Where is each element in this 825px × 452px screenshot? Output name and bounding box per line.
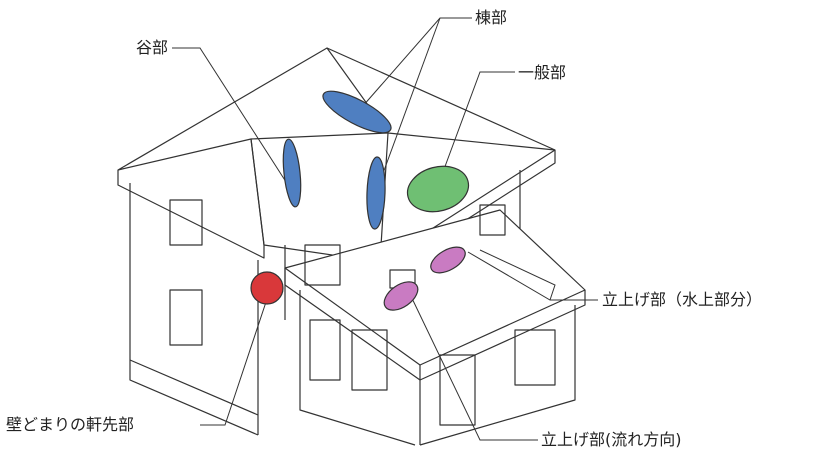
marker-group xyxy=(250,90,470,311)
leader-lines xyxy=(172,17,598,441)
valley-marker xyxy=(282,138,302,208)
label-valley: 谷部 xyxy=(136,38,169,57)
riser-flow-marker xyxy=(383,281,419,311)
label-ridge: 棟部 xyxy=(475,8,508,27)
hip-marker xyxy=(366,156,386,230)
label-general: 一般部 xyxy=(518,63,567,82)
label-wall-eave: 壁どまりの軒先部 xyxy=(6,415,135,434)
label-riser-flow: 立上げ部(流れ方向) xyxy=(541,430,682,449)
label-riser-upper: 立上げ部（水上部分） xyxy=(602,290,763,309)
ridge-marker xyxy=(322,90,392,134)
general-marker xyxy=(406,165,470,213)
wall-eave-marker xyxy=(250,271,284,305)
riser-upper-marker xyxy=(430,246,466,274)
